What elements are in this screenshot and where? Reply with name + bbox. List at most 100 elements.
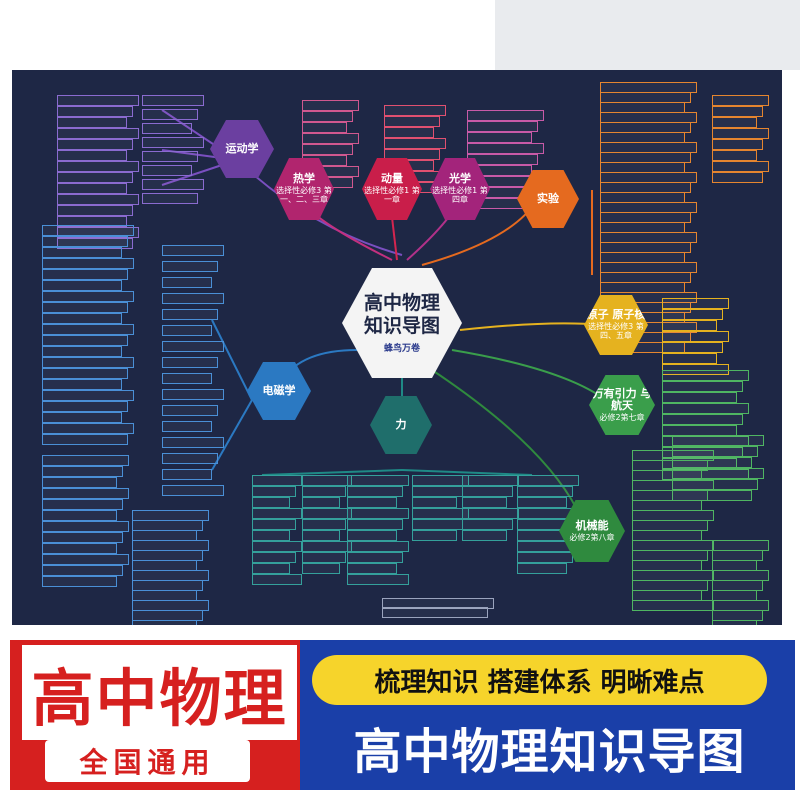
mind-map-leaf-box [252,541,302,552]
mind-map-leaf-box [517,486,573,497]
top-background-panel [495,0,800,70]
mind-map-leaf-box [517,475,579,486]
mind-map-leaf-box [662,414,743,425]
mind-map-leaf-box [42,390,134,401]
mind-map-leaf-box [462,486,513,497]
mind-map-leaf-box [302,530,340,541]
topic-label: 运动学 [225,141,259,155]
mind-map-leaf-box [57,139,133,150]
mind-map-leaf-box [57,106,133,117]
mind-map-leaf-box [467,143,544,154]
mind-map-leaf-box [302,552,346,563]
mind-map-leaf-box [162,325,212,336]
mind-map-leaf-box [302,111,353,122]
mind-map-leaf-box [412,475,469,486]
mind-map-leaf-box [467,121,538,132]
mind-map-leaf-box [384,149,440,160]
mind-map-leaf-box [662,370,749,381]
mind-map-leaf-box [42,412,122,423]
link-atom [459,322,603,331]
mind-map-leaf-box [252,508,302,519]
center-title-line1: 高中物理 [363,292,440,315]
topic-atom[interactable]: 原子 原子核 选择性必修3 第四、五章 [584,295,648,355]
mind-map-leaf-box [162,453,218,464]
topic-gravitation[interactable]: 万有引力 与航天 必修2第七章 [589,375,655,435]
mind-map-leaf-box [42,324,134,335]
mind-map-leaf-box [517,552,573,563]
mind-map-leaf-box [662,320,717,331]
mind-map-leaf-box [672,435,764,446]
link-gravitation [451,349,613,406]
center-node[interactable]: 高中物理 知识导图 蜂鸟万卷 [342,268,462,378]
mind-map-leaf-box [42,423,134,434]
mind-map-leaf-box [252,563,290,574]
mind-map-leaf-box [57,227,139,238]
mind-map-leaf-box [142,123,192,134]
mind-map-leaf-box [672,446,758,457]
mind-map-leaf-box [42,532,123,543]
mind-map-leaf-box [252,574,302,585]
mind-map-leaf-box [142,193,198,204]
mind-map-leaf-box [162,389,224,400]
mind-map-leaf-box [42,346,122,357]
mind-map-leaf-box [302,122,347,133]
mind-map-leaf-box [162,245,224,256]
mind-map-leaf-box [712,128,769,139]
mind-map-leaf-box [142,165,192,176]
mind-map-leaf-box [662,298,729,309]
mind-map-leaf-box [662,403,749,414]
mind-map-leaf-box [142,95,204,106]
mind-map-leaf-box [42,554,129,565]
mind-map-leaf-box [42,368,128,379]
mind-map-leaf-box [42,236,128,247]
topic-sublabel: 选择性必修3 第一、二、三章 [276,186,332,205]
mind-map-leaf-box [162,437,224,448]
mind-map-leaf-box [672,468,764,479]
topic-label: 原子 原子核 [586,308,646,322]
topic-sublabel: 必修2第八章 [569,532,615,542]
topic-label: 万有引力 与航天 [592,386,652,413]
mind-map-leaf-box [42,280,122,291]
topic-label: 电磁学 [262,383,296,397]
mind-map-leaf-box [347,508,409,519]
mind-map-leaf-box [302,508,352,519]
mind-map-leaf-box [384,105,446,116]
mind-map-leaf-box [42,434,128,445]
mind-map-leaf-box [384,138,446,149]
mind-map-leaf-box [412,486,463,497]
topic-label: 机械能 [575,519,609,533]
mind-map-leaf-box [662,364,729,375]
mind-map-leaf-box [302,100,359,111]
footer-left-subtitle: 全国通用 [45,740,250,782]
mind-map-leaf-box [162,261,218,272]
mind-map-leaf-box [384,127,434,138]
mind-map-leaf-box [42,401,128,412]
mind-map-leaf-box [302,563,340,574]
mind-map-leaf-box [252,552,296,563]
topic-force[interactable]: 力 [370,396,432,454]
mind-map-leaf-box [57,128,139,139]
mind-map-leaf-box [252,519,296,530]
mind-map-leaf-box [57,194,139,205]
mind-map-leaf-box [57,172,133,183]
topic-label: 动量 [381,172,403,186]
mind-map-leaf-box [142,137,204,148]
mind-map-links [161,109,613,521]
mind-map-leaf-box [42,313,122,324]
mind-map-leaf-box [42,499,123,510]
mind-map-poster: 运动学 热学 选择性必修3 第一、二、三章 动量 选择性必修1 第一章 光学 选… [12,70,782,625]
mind-map-leaf-box [42,269,128,280]
topic-label: 实验 [537,191,559,205]
mind-map-leaf-box [662,392,737,403]
mind-map-leaf-box [412,497,457,508]
topic-sublabel: 选择性必修1 第四章 [432,186,488,205]
mind-map-leaf-box [57,205,133,216]
mind-map-leaf-box [302,475,352,486]
topic-sublabel: 选择性必修3 第四、五章 [588,322,644,341]
mind-map-leaf-box [42,291,134,302]
mind-map-leaf-box [712,172,763,183]
mind-map-leaf-box [382,598,494,609]
mind-map-leaf-box [412,508,469,519]
mind-map-leaf-box [42,302,128,313]
mind-map-leaf-box [42,466,123,477]
